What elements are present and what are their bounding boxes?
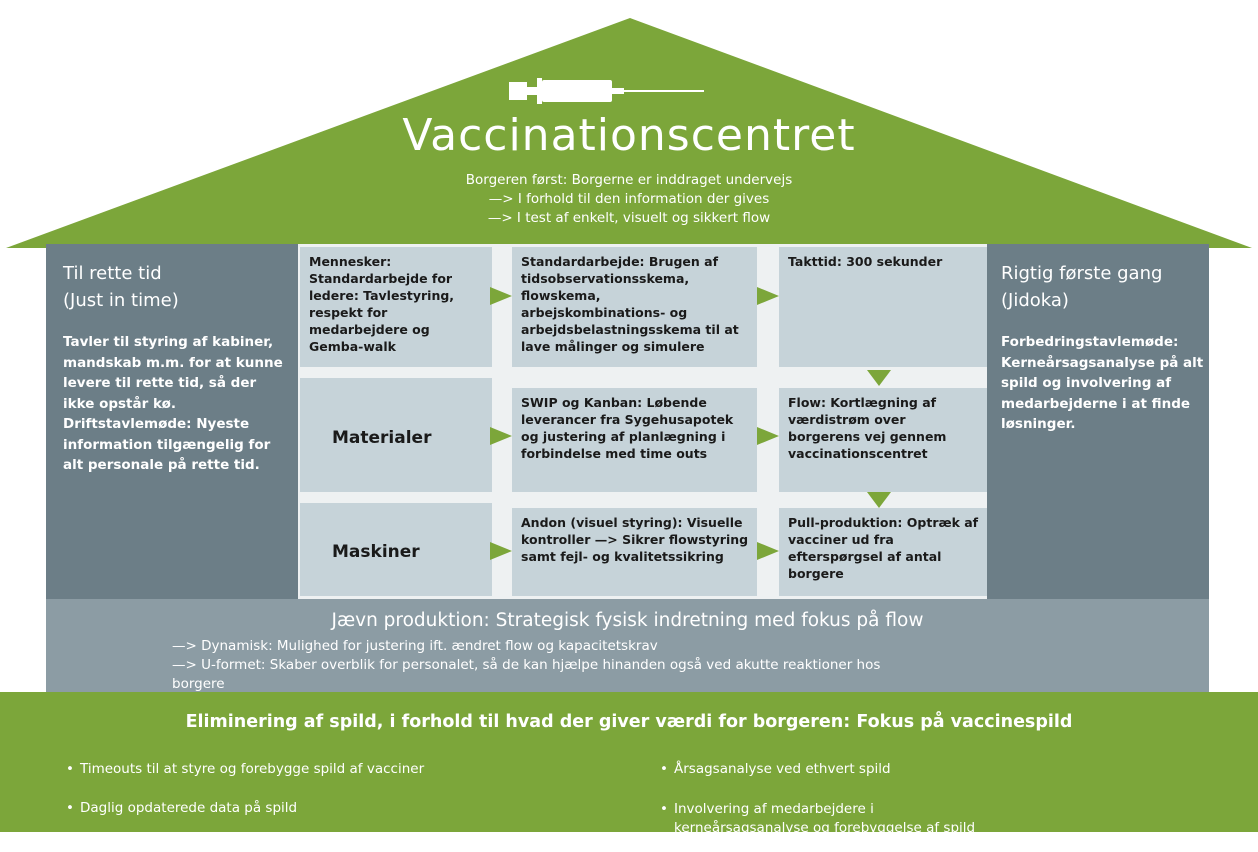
arrow-right [757,542,779,560]
bullet-text: Involvering af medarbejdere i [674,801,874,817]
left-pillar-title: Til rette tid (Just in time) [63,260,179,314]
right-pillar-title-line: (Jidoka) [1001,290,1069,311]
arrow-down [867,370,891,386]
bullet-dot: • [66,761,74,777]
roof [6,18,1252,248]
left-pillar-title-line: Til rette tid [63,263,162,284]
cell-andon: Andon (visuel styring): Visuelle kontrol… [512,508,757,596]
subtitle-line: —> I test af enkelt, visuelt og sikkert … [487,210,771,226]
bullet-item: • Daglig opdaterede data på spild [66,799,297,818]
right-pillar-body: Forbedringstavlemøde: Kerneårsagsanalyse… [1001,334,1204,432]
arrow-right [757,427,779,445]
bullet-text: Daglig opdaterede data på spild [80,800,298,816]
bullet-item: • Involvering af medarbejdere i [660,800,874,819]
arrow-right [757,287,779,305]
cell-mennesker: Mennesker: Standardarbejde for ledere: T… [300,247,492,367]
foundation-title: Jævn produktion: Strategisk fysisk indre… [331,610,924,631]
arrow-right [490,287,512,305]
syringe-icon [509,78,704,104]
foundation-band: Jævn produktion: Strategisk fysisk indre… [46,599,1209,692]
cell-takttid: Takttid: 300 sekunder [779,247,987,367]
foundation-line: —> Dynamisk: Mulighed for justering ift.… [172,638,658,654]
bullet-text: Årsagsanalyse ved ethvert spild [674,761,891,777]
bullet-text-continuation: kerneårsagsanalyse og forebyggelse af sp… [674,820,976,836]
cell-pull-produktion: Pull-produktion: Optræk af vacciner ud f… [779,508,987,596]
roof-subtitle: Borgeren først: Borgerne er inddraget un… [0,171,1258,228]
bullet-dot: • [66,800,74,816]
diagram-title: Vaccinationscentret [402,110,856,161]
cell-materialer: Materialer [300,378,492,492]
cell-maskiner: Maskiner [300,503,492,596]
right-pillar-title: Rigtig første gang (Jidoka) [1001,260,1162,314]
arrow-right [490,542,512,560]
base-title: Eliminering af spild, i forhold til hvad… [185,712,1073,732]
base-band: Eliminering af spild, i forhold til hvad… [0,692,1258,836]
foundation-line: borgere [172,676,225,692]
bullet-item: • Timeouts til at styre og forebygge spil… [66,760,424,779]
subtitle-line: —> I forhold til den information der giv… [488,191,770,207]
subtitle-line: Borgeren først: Borgerne er inddraget un… [465,172,793,188]
foundation-line: —> U-formet: Skaber overblik for persona… [172,657,881,673]
bullet-dot: • [660,761,668,777]
bullet-text: Timeouts til at styre og forebygge spild… [80,761,425,777]
left-pillar: Til rette tid (Just in time) Tavler til … [46,244,298,599]
right-pillar-title-line: Rigtig første gang [1001,263,1163,284]
bullet-dot: • [660,801,668,817]
right-pillar: Rigtig første gang (Jidoka) Forbedringst… [987,244,1209,599]
cell-flow: Flow: Kortlægning af værdistrøm over bor… [779,388,987,492]
cell-swip-kanban: SWIP og Kanban: Løbende leverancer fra S… [512,388,757,492]
bullet-item: • Årsagsanalyse ved ethvert spild [660,760,891,779]
left-pillar-title-line: (Just in time) [63,290,179,311]
left-pillar-body: Tavler til styring af kabiner, mandskab … [63,334,283,473]
arrow-right [490,427,512,445]
arrow-down [867,492,891,508]
cell-standardarbejde: Standardarbejde: Brugen af tidsobservati… [512,247,757,367]
